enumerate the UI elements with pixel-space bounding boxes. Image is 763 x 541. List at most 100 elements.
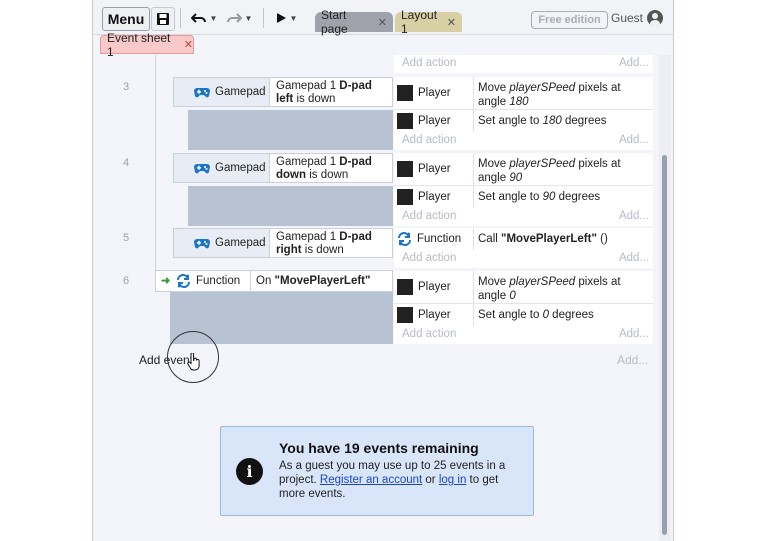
toolbar-separator (180, 8, 181, 28)
add-action-link[interactable]: Add action (402, 57, 457, 69)
action-text: Move playerSPeed pixels at angle 180 (478, 82, 621, 108)
event-number: 3 (123, 81, 130, 93)
toolbar-separator (263, 8, 264, 28)
tab-label: Event sheet 1 (107, 30, 171, 59)
tab-event-sheet-1[interactable]: Event sheet 1 ✕ (100, 31, 194, 59)
save-button[interactable] (151, 7, 175, 31)
close-icon[interactable]: ✕ (446, 16, 456, 29)
add-action-row[interactable]: Add action Add... (394, 250, 653, 268)
gamepad-icon (194, 163, 210, 173)
cursor-highlight (167, 331, 219, 383)
action-object: Player (397, 186, 474, 208)
close-icon[interactable]: ✕ (183, 39, 193, 51)
condition-text: Gamepad 1 D-pad down is down (276, 156, 372, 181)
action-text: Set angle to 90 degrees (478, 191, 601, 203)
events-remaining-notice: i You have 19 events remaining As a gues… (220, 426, 534, 516)
add-more-link[interactable]: Add... (618, 57, 649, 69)
function-icon (177, 274, 190, 288)
event-action[interactable]: Player Set angle to 180 degrees (394, 110, 653, 133)
add-more-link[interactable]: Add... (618, 210, 649, 222)
add-action-row[interactable]: Add action Add... (394, 55, 653, 73)
condition-object-label: Gamepad (215, 162, 266, 174)
event-number: 6 (123, 275, 130, 287)
menu-button[interactable]: Menu (102, 7, 150, 31)
save-icon (157, 13, 169, 25)
login-link[interactable]: log in (438, 474, 467, 486)
add-more-link[interactable]: Add... (618, 134, 649, 146)
tab-start-page[interactable]: Start page ✕ (315, 8, 393, 36)
preview-button[interactable]: ▼ (271, 7, 301, 29)
add-action-row[interactable]: Add action Add... (394, 326, 653, 344)
preview-dropdown-icon: ▼ (289, 13, 298, 23)
tab-label: Start page (321, 8, 348, 36)
main-toolbar: Menu ▼ ▼ (93, 0, 673, 36)
arrow-right-icon: ➜ (161, 275, 171, 287)
undo-button[interactable]: ▼ (189, 7, 219, 29)
event-action[interactable]: Player Set angle to 90 degrees (394, 186, 653, 209)
redo-dropdown-icon: ▼ (244, 13, 253, 23)
event-group-line (155, 55, 156, 282)
undo-dropdown-icon: ▼ (209, 13, 218, 23)
register-link[interactable]: Register an account (319, 474, 423, 486)
add-action-link[interactable]: Add action (402, 328, 457, 340)
notice-title: You have 19 events remaining (279, 440, 479, 456)
condition-area (188, 110, 393, 150)
function-signature: On "MovePlayerLeft" (256, 275, 371, 287)
user-avatar-icon[interactable] (647, 10, 663, 26)
condition-object-label: Gamepad (215, 86, 266, 98)
scrollbar-thumb[interactable] (662, 155, 667, 535)
condition-object-label: Gamepad (215, 237, 266, 249)
info-icon: i (236, 458, 263, 485)
add-event-more-link[interactable]: Add... (617, 353, 649, 367)
action-object: Player (397, 304, 474, 326)
event-condition[interactable]: Gamepad Gamepad 1 D-pad right is down (173, 228, 393, 258)
action-object: Player (397, 153, 474, 185)
gamepad-icon (194, 238, 210, 248)
function-block[interactable]: ➜ Function On "MovePlayerLeft" (155, 270, 393, 292)
action-object: Function (397, 228, 474, 250)
add-action-link[interactable]: Add action (402, 134, 457, 146)
notice-body: As a guest you may use up to 25 events i… (279, 460, 506, 500)
action-object: Player (397, 77, 474, 109)
event-action[interactable]: Player Move playerSPeed pixels at angle … (394, 77, 653, 110)
event-action[interactable]: Player Move playerSPeed pixels at angle … (394, 271, 653, 304)
action-text: Move playerSPeed pixels at angle 90 (478, 158, 621, 184)
free-edition-badge[interactable]: Free edition (531, 11, 608, 29)
gamepad-icon (194, 87, 210, 97)
event-action[interactable]: Function Call "MovePlayerLeft" () (394, 228, 653, 251)
add-action-row[interactable]: Add action Add... (394, 208, 653, 226)
vertical-scrollbar[interactable] (659, 55, 671, 541)
player-sprite-icon (397, 279, 413, 295)
redo-icon (226, 13, 242, 23)
action-text: Call "MovePlayerLeft" () (478, 233, 608, 245)
add-more-link[interactable]: Add... (618, 252, 649, 264)
hand-cursor-icon (187, 353, 200, 371)
add-more-link[interactable]: Add... (618, 328, 649, 340)
redo-button[interactable]: ▼ (224, 7, 254, 29)
tab-layout-1[interactable]: Layout 1 ✕ (395, 8, 462, 36)
action-object: Player (397, 110, 474, 132)
event-condition[interactable]: Gamepad Gamepad 1 D-pad left is down (173, 77, 393, 107)
add-action-link[interactable]: Add action (402, 210, 457, 222)
action-object: Player (397, 271, 474, 303)
player-sprite-icon (397, 189, 413, 205)
add-action-row[interactable]: Add action Add... (394, 132, 653, 150)
function-icon (398, 232, 411, 246)
event-condition[interactable]: Gamepad Gamepad 1 D-pad down is down (173, 153, 393, 183)
player-sprite-icon (397, 307, 413, 323)
close-icon[interactable]: ✕ (377, 16, 387, 29)
condition-text: Gamepad 1 D-pad right is down (276, 231, 372, 256)
action-text: Move playerSPeed pixels at angle 0 (478, 276, 621, 302)
event-number: 5 (123, 232, 130, 244)
player-sprite-icon (397, 161, 413, 177)
event-action[interactable]: Player Move playerSPeed pixels at angle … (394, 153, 653, 186)
player-sprite-icon (397, 85, 413, 101)
condition-object: Gamepad (174, 78, 270, 106)
user-name[interactable]: Guest (611, 11, 644, 25)
event-number: 4 (123, 157, 130, 169)
event-action[interactable]: Player Set angle to 0 degrees (394, 304, 653, 327)
action-text: Set angle to 180 degrees (478, 115, 607, 127)
undo-icon (190, 13, 206, 23)
condition-text: Gamepad 1 D-pad left is down (276, 80, 372, 105)
add-action-link[interactable]: Add action (402, 252, 457, 264)
